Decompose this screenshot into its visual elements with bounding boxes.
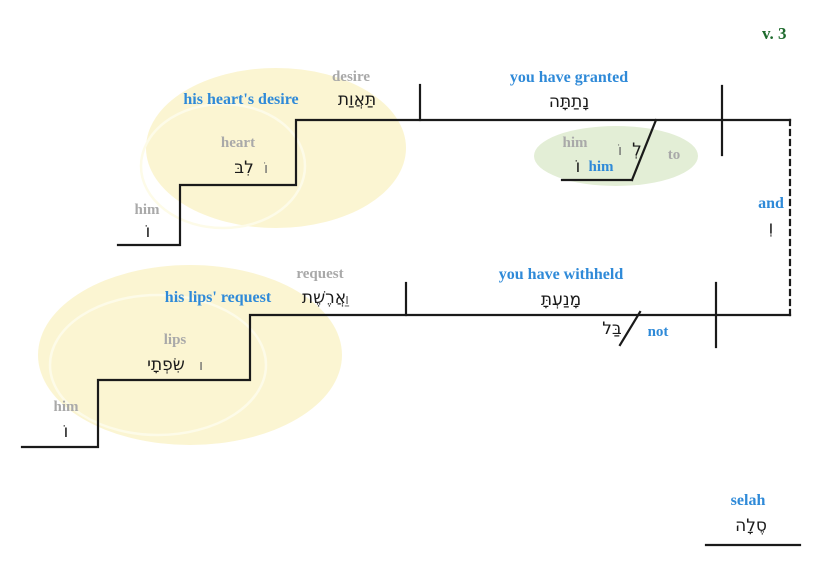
preposition-hebrew: לְ (632, 140, 642, 160)
clause-two-head-gloss: request (296, 266, 344, 282)
clause-one-predicate-gloss: you have granted (509, 69, 629, 86)
clause-two-subject-staircase (20, 313, 792, 449)
conjunction-hebrew: וְ (768, 218, 774, 238)
clause-one-level2-gloss: heart (220, 135, 256, 151)
highlight-ellipse-heart-desire-inner (139, 102, 307, 230)
negation-slant-line (618, 310, 642, 347)
clause-one-predicate-hebrew: נָתַתָּה (548, 92, 590, 112)
clause-two-predicate-gloss: you have withheld (498, 266, 624, 283)
highlight-ellipse-heart-desire-outer (146, 68, 406, 228)
indirect-object-gloss-bottom: him (588, 159, 614, 175)
highlight-ellipse-lips-request-inner (48, 293, 268, 437)
clause-one-subject-staircase (116, 118, 792, 247)
clause-one-head-gloss: desire (331, 69, 371, 85)
selah-hebrew: סֶלָה (735, 516, 767, 536)
clause-two-subject-phrase-gloss: his lips' request (164, 289, 272, 306)
negation-hebrew: בַּל (602, 319, 622, 339)
clause-one-level3-hebrew: וֹ (145, 222, 151, 242)
clause-two-level2-hebrew: שִׂפְתָי (147, 355, 185, 375)
clause-two-level2-suffix-hebrew: ו (198, 356, 204, 374)
verse-reference: v. 3 (762, 24, 787, 43)
indirect-object-hebrew-bottom: וֹ (575, 157, 581, 177)
indirect-object-gloss-top: him (562, 135, 588, 151)
clause-two-level2-gloss: lips (163, 332, 187, 348)
clause-one-level2-hebrew: לִבּ (234, 158, 254, 178)
clause-one-level2-suffix-hebrew: וֹ (263, 159, 269, 177)
clause-two-head-prefix-hebrew: וַ (344, 290, 350, 308)
highlight-ellipse-lips-request-outer (38, 265, 342, 445)
conjunction-gloss: and (758, 195, 784, 212)
clause-two-level3-gloss: him (53, 399, 79, 415)
highlight-ellipse-indirect-object (534, 126, 698, 186)
clause-two-head-hebrew: אֲרֶשֶׁת (301, 288, 347, 308)
clause-two-predicate-hebrew: מָנַעְתָּ (540, 290, 582, 310)
preposition-gloss: to (667, 147, 681, 163)
preposition-slant-line (630, 118, 658, 182)
indirect-object-hebrew-top: וֹ (617, 141, 623, 159)
clause-one-head-hebrew: תַּאֲוַת (337, 90, 377, 110)
negation-gloss: not (647, 324, 669, 340)
clause-one-subject-phrase-gloss: his heart's desire (183, 91, 299, 108)
selah-gloss: selah (730, 492, 766, 509)
clause-two-level3-hebrew: וֹ (63, 422, 69, 442)
clause-one-level3-gloss: him (134, 202, 160, 218)
